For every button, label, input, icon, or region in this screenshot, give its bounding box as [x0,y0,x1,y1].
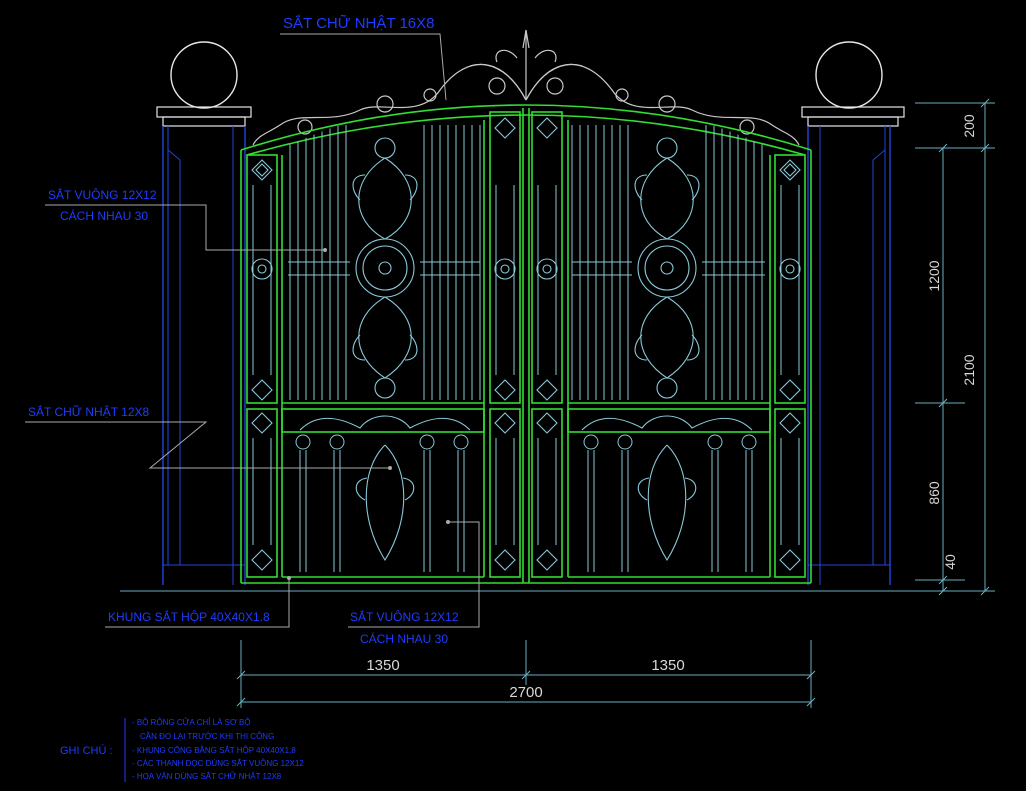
callout-left1-line1: SẮT VUÔNG 12X12 [48,187,157,202]
crown-scrollwork [252,29,800,146]
column-cap [329,434,345,450]
callout-left1-line2: CÁCH NHAU 30 [60,208,148,223]
notes-label: GHI CHÚ : [60,744,113,757]
gate-frame [240,104,812,584]
horizontal-dimensions [236,640,816,708]
notes-item-4: - CÁC THANH DỌC DÙNG SẮT VUÔNG 12X12 [132,759,304,768]
callout-bottom-line2: CÁCH NHAU 30 [360,631,448,646]
notes-item-3: - KHUNG CỔNG BẰNG SẮT HỘP 40X40X1.8 [132,746,296,755]
notes-item-2: CẦN ĐO LẠI TRƯỚC KHI THI CÔNG [140,731,274,741]
notes-item-5: - HOA VĂN DÙNG SẮT CHỮ NHẬT 12X8 [132,772,282,781]
column-cap [419,434,435,450]
dim-left-half: 1350 [366,657,399,674]
dim-total-width: 2700 [509,684,542,701]
column-cap [617,434,633,450]
left-pillar-ball [170,41,238,109]
leader-dots [287,248,450,580]
dim-1200: 1200 [926,260,942,291]
dim-860: 860 [926,481,942,505]
dim-right-half: 1350 [651,657,684,674]
vertical-bars [252,125,800,572]
column-cap [707,434,723,450]
dim-2100: 2100 [961,354,977,385]
left-pillar [156,41,252,585]
callout-frame: KHUNG SẮT HỘP 40X40X1.8 [108,609,270,624]
column-cap [453,434,469,450]
dim-200: 200 [961,114,977,138]
callout-bottom-line1: SẮT VUÔNG 12X12 [350,609,459,624]
leader-lines [25,33,480,628]
right-pillar [801,41,905,585]
panel-scrollwork [299,137,753,562]
stile-ornaments [251,117,801,571]
vertical-dimensions [915,98,995,596]
callout-top-16x8: SẮT CHỮ NHẬT 16X8 [283,14,434,32]
notes-item-1: - BỘ RỘNG CỬA CHỈ LÀ SƠ BỘ [132,718,251,727]
callout-left2-12x8: SẮT CHỮ NHẬT 12X8 [28,404,150,419]
right-pillar-ball [815,41,883,109]
dim-40: 40 [942,554,958,570]
column-cap [295,434,311,450]
column-cap [583,434,599,450]
ladder-band [288,261,765,276]
column-cap [741,434,757,450]
